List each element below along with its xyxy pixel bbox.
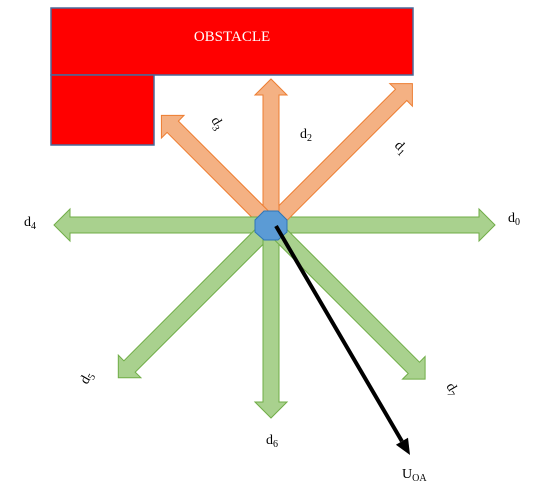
direction-arrow-d3 [160,114,278,232]
label-d6: d6 [266,433,278,450]
uoa-vector-arrow [274,224,410,455]
direction-arrow-d2 [253,78,289,226]
obstacle-block-side [50,74,155,146]
direction-arrow-d1 [264,83,413,232]
obstacle-block-main [50,7,414,76]
label-d4: d4 [24,215,36,232]
label-d5: d5 [77,369,98,388]
direction-arrow-d0 [270,207,496,243]
direction-arrow-d6 [253,224,289,419]
label-d0: d0 [508,211,520,228]
obstacle-label: OBSTACLE [194,29,270,45]
label-d7: d7 [441,381,462,400]
direction-arrow-d7 [264,218,426,380]
uoa-vector-line [274,224,404,443]
direction-arrow-d4 [53,207,272,243]
label-uoa: UOA [402,467,427,484]
label-d1: d1 [390,138,411,159]
label-d2: d2 [300,127,312,144]
uoa-vector-head [395,437,410,455]
direction-arrow-d5 [117,218,278,379]
label-d3: d3 [206,115,227,134]
direction-arrows [53,78,496,419]
